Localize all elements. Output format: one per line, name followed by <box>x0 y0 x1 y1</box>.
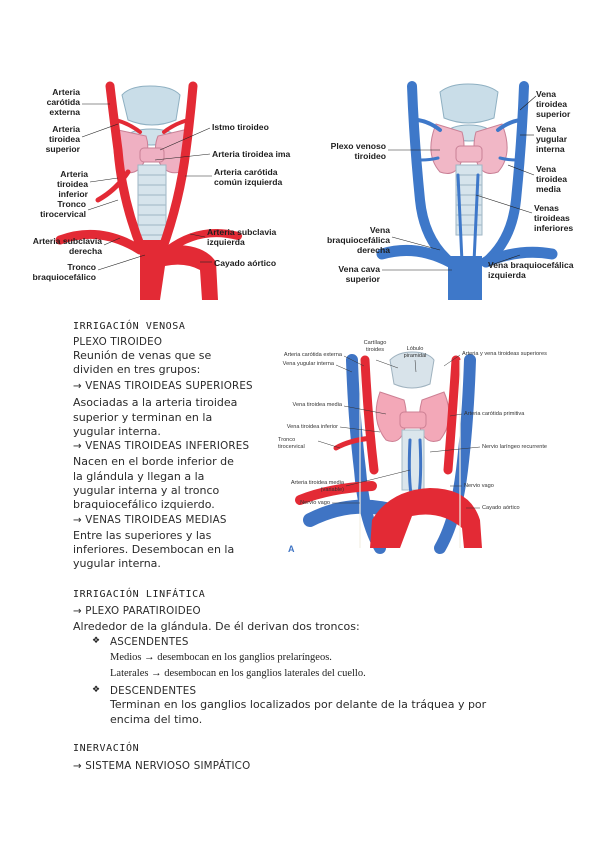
lymph-desc-2: encima del timo. <box>110 713 203 726</box>
label-internal-jugular: Vena yugular interna <box>536 124 568 154</box>
label-isthmus: Istmo tiroideo <box>212 122 269 132</box>
venous-inf-title: → VENAS TIROIDEAS INFERIORES <box>73 440 250 452</box>
lymph-intro: Alrededor de la glándula. De él derivan … <box>73 620 360 633</box>
bullet-diamond-icon: ❖ <box>92 636 101 646</box>
label-ext-carotid: Arteria carótida externa <box>46 87 80 117</box>
venous-sup-1: Asociadas a la arteria tiroidea <box>73 396 238 409</box>
lymph-asc-2: Laterales → desembocan en los ganglios l… <box>110 668 366 679</box>
label3-common-carotid: Arteria carótida primitiva <box>464 411 525 417</box>
lymph-desc-1: Terminan en los ganglios localizados por… <box>110 698 487 711</box>
label3-vagus-left: Nervio vago <box>464 483 494 489</box>
panel-letter: A <box>288 544 295 554</box>
venous-mid-2: inferiores. Desembocan en la <box>73 543 235 556</box>
label3-ext-carotid: Arteria carótida externa <box>283 352 342 358</box>
label-mid-thyroid-vein: Vena tiroidea media <box>536 164 568 194</box>
label3-ima-artery: Arteria tiroidea media (variable) <box>290 480 344 493</box>
venous-inf-1: Nacen en el borde inferior de <box>73 455 234 468</box>
venous-mid-title: → VENAS TIROIDEAS MEDIAS <box>73 514 227 526</box>
label-sup-thyroid-artery: Arteria tiroidea superior <box>45 124 80 154</box>
label-subclavian-right: Arteria subclavia derecha <box>32 236 102 256</box>
innervation-system: → SISTEMA NERVIOSO SIMPÁTICO <box>73 760 251 772</box>
label3-vagus-right: Nervio vago <box>300 500 330 506</box>
label-brachiocephalic-vein-right: Vena braquiocefálica derecha <box>326 225 390 255</box>
venous-inf-2: la glándula y llegan a la <box>73 470 205 483</box>
label-sup-thyroid-vein: Vena tiroidea superior <box>536 89 571 119</box>
bullet-diamond-icon: ❖ <box>92 685 101 695</box>
venous-intro-2: dividen en tres grupos: <box>73 363 201 376</box>
arterial-thyroid-illustration <box>55 81 242 300</box>
label-ima-artery: Arteria tiroidea ima <box>212 149 291 159</box>
heading-lymph: IRRIGACIÓN LINFÁTICA <box>73 589 206 600</box>
lymph-desc-title: DESCENDENTES <box>110 685 197 697</box>
venous-mid-1: Entre las superiores y las <box>73 529 212 542</box>
label-subclavian-left: Arteria subclavia izquierda <box>207 227 277 247</box>
venous-inf-4: braquiocefálico izquierdo. <box>73 498 215 511</box>
venous-inf-3: yugular interna y al tronco <box>73 484 220 497</box>
venous-intro-1: Reunión de venas que se <box>73 349 212 362</box>
label3-aortic-arch: Cayado aórtico <box>482 505 520 511</box>
label-superior-vena-cava: Vena cava superior <box>338 264 380 284</box>
heading-venous: IRRIGACIÓN VENOSA <box>73 321 186 332</box>
label3-mid-thyroid-vein: Vena tiroidea media <box>292 402 342 408</box>
label3-pyramidal-lobe: Lóbulo piramidal <box>403 346 427 359</box>
label-brachiocephalic-vein-left: Vena braquiocefálica izquierda <box>488 260 574 280</box>
label-common-carotid: Arteria carótida común izquierda <box>214 167 283 187</box>
venous-sup-3: yugular interna. <box>73 425 161 438</box>
venous-sup-2: superior y terminan en la <box>73 411 213 424</box>
heading-innervation: INERVACIÓN <box>73 743 140 754</box>
label-venous-plexus: Plexo venoso tiroideo <box>330 141 386 161</box>
label-inf-thyroid-artery: Arteria tiroidea inferior <box>56 169 88 199</box>
label3-sup-artery-vein: Arteria y vena tiroideas superiores <box>462 351 547 357</box>
label3-inf-thyroid-vein: Vena tiroidea inferior <box>286 424 338 430</box>
label3-internal-jugular: Vena yugular interna <box>282 361 334 367</box>
label-thyrocervical-trunk: Tronco tirocervical <box>40 199 86 219</box>
label3-recurrent-laryngeal: Nervio laríngeo recurrente <box>482 444 547 450</box>
lymph-asc-title: ASCENDENTES <box>110 636 189 648</box>
label-aortic-arch: Cayado aórtico <box>214 258 277 268</box>
venous-sup-title: → VENAS TIROIDEAS SUPERIORES <box>73 380 253 392</box>
venous-mid-3: yugular interna. <box>73 557 161 570</box>
lymph-asc-1: Medios → desembocan en los ganglios prel… <box>110 652 332 663</box>
lymph-plexus-title: → PLEXO PARATIROIDEO <box>73 605 201 617</box>
venous-thyroid-illustration <box>376 81 558 300</box>
label3-thyrocervical-trunk: Tronco tirocervical <box>278 437 305 450</box>
label-inf-thyroid-veins: Venas tiroideas inferiores <box>534 203 574 233</box>
venous-plexus-title: PLEXO TIROIDEO <box>73 336 163 348</box>
label-brachiocephalic-trunk: Tronco braquiocefálico <box>32 262 96 282</box>
label3-thyroid-cartilage: Cartílago tiroides <box>363 340 387 353</box>
